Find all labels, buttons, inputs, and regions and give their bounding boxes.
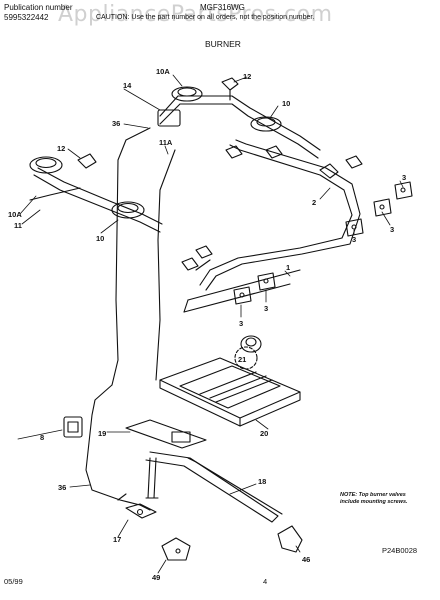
knob-brackets bbox=[233, 181, 413, 305]
callout-10a-left: 10A bbox=[8, 210, 22, 219]
thermostat-8 bbox=[63, 416, 83, 438]
callout-11a: 11A bbox=[159, 138, 173, 147]
callout-3-b: 3 bbox=[390, 225, 394, 234]
callout-10-left: 10 bbox=[96, 234, 104, 243]
callout-3-a: 3 bbox=[402, 173, 406, 182]
callout-1: 1 bbox=[286, 263, 290, 272]
bracket-46 bbox=[277, 525, 303, 553]
manifold-1 bbox=[183, 139, 361, 313]
igniter-19 bbox=[125, 419, 207, 449]
callout-8: 8 bbox=[40, 433, 44, 442]
tube-11a bbox=[155, 149, 176, 381]
callout-3-d: 3 bbox=[264, 304, 268, 313]
publication-number: 5995322442 bbox=[4, 13, 49, 22]
nut-21 bbox=[234, 335, 262, 370]
valves bbox=[181, 145, 363, 271]
bracket-49 bbox=[161, 537, 191, 561]
rear-burner-assembly bbox=[157, 77, 321, 159]
callout-14: 14 bbox=[123, 81, 132, 90]
callout-46: 46 bbox=[302, 555, 310, 564]
model-number: MGF316WG bbox=[200, 3, 245, 12]
caution-text: CAUTION: Use the part number on all orde… bbox=[96, 14, 315, 21]
footer-date: 05/99 bbox=[4, 577, 23, 586]
note-line-1: NOTE: Top burner valves bbox=[340, 492, 406, 498]
callout-18: 18 bbox=[258, 477, 266, 486]
valve-17 bbox=[117, 493, 157, 519]
callout-21: 21 bbox=[238, 355, 246, 364]
note-line-2: include mounting screws. bbox=[340, 499, 408, 505]
tube-36-bottom bbox=[85, 414, 151, 511]
diagram-code: P24B0028 bbox=[382, 546, 417, 555]
callout-49: 49 bbox=[152, 573, 160, 582]
callout-11: 11 bbox=[14, 221, 22, 230]
callout-12-left: 12 bbox=[57, 144, 65, 153]
callout-3-e: 3 bbox=[239, 319, 243, 328]
section-title: BURNER bbox=[205, 39, 241, 49]
callout-10a-top: 10A bbox=[156, 67, 170, 76]
front-burner-assembly bbox=[29, 153, 163, 233]
callout-36-top: 36 bbox=[112, 119, 120, 128]
callout-labels: 10A 12 14 10 36 11A 12 3 2 3 3 10A 11 10… bbox=[4, 67, 417, 586]
callout-3-c: 3 bbox=[352, 235, 356, 244]
publication-label: Publication number bbox=[4, 3, 73, 12]
callout-36-bottom: 36 bbox=[58, 483, 66, 492]
callout-19: 19 bbox=[98, 429, 106, 438]
callout-20: 20 bbox=[260, 429, 268, 438]
gas-tube-36 bbox=[91, 127, 151, 416]
callout-10-top: 10 bbox=[282, 99, 290, 108]
callout-17: 17 bbox=[113, 535, 121, 544]
callout-2: 2 bbox=[312, 198, 316, 207]
leader-lines bbox=[17, 74, 404, 574]
oven-burner-plate bbox=[159, 357, 301, 427]
footer-page: 4 bbox=[263, 577, 267, 586]
callout-12-top: 12 bbox=[243, 72, 251, 81]
oven-burner-18 bbox=[145, 451, 283, 523]
